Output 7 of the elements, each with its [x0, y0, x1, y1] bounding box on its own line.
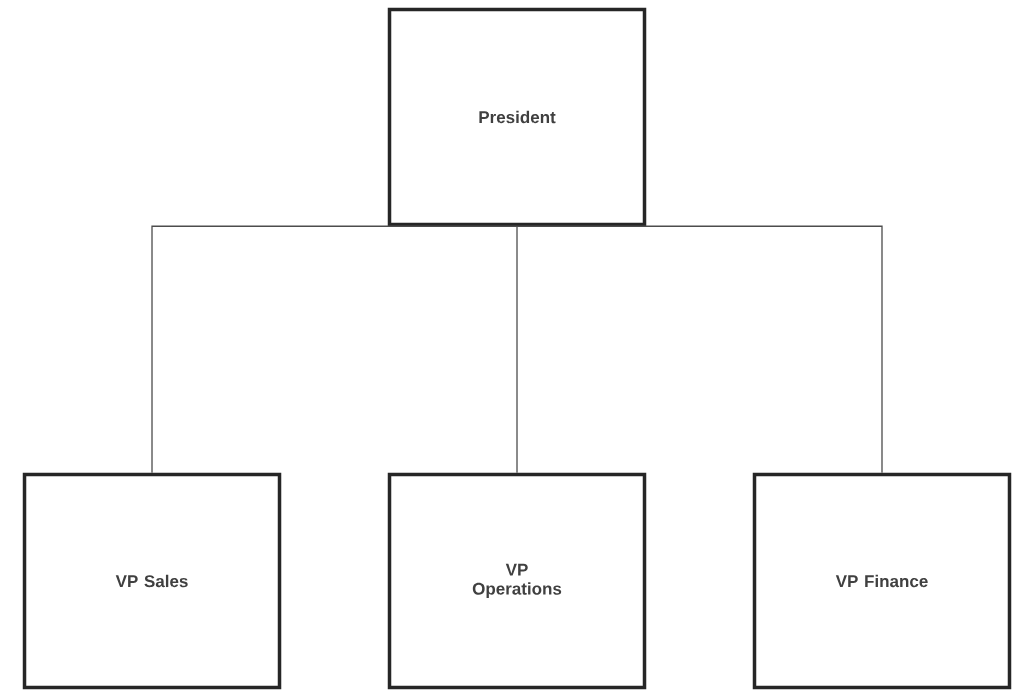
org-box: VP Finance: [752, 472, 1012, 690]
org-box: President: [387, 7, 647, 227]
connector-line: [516, 225, 518, 474]
org-box: VP Operations: [387, 472, 647, 690]
connector-line: [516, 225, 883, 474]
connector-line: [151, 225, 518, 474]
org-box: VP Sales: [22, 472, 282, 690]
